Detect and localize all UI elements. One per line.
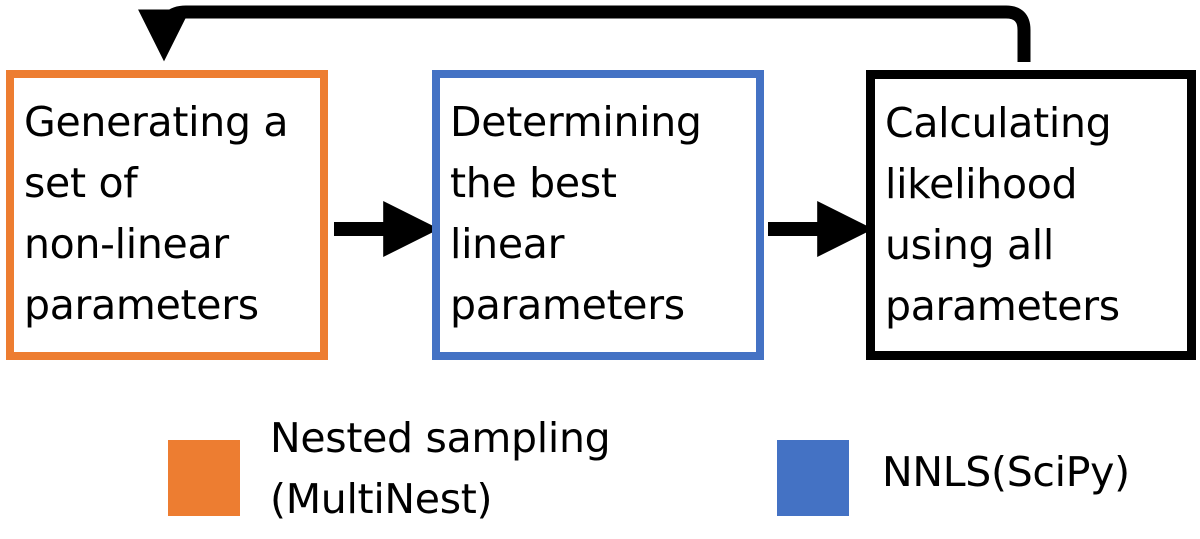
legend-label-nnls: NNLS(SciPy) [882,448,1130,496]
arrow-feedback-loop [138,5,1031,62]
step-text-nonlinear: Generating a set of non-linear parameter… [24,98,289,329]
step-box-nonlinear: Generating a set of non-linear parameter… [6,70,328,360]
legend-label-nested-sampling: Nested sampling (MultiNest) [270,414,611,523]
legend-swatch-nested-sampling [168,440,240,516]
legend-swatch-nnls [777,440,849,516]
step-box-linear: Determining the best linear parameters [432,70,764,360]
step-box-likelihood: Calculating likelihood using all paramet… [866,70,1196,360]
step-text-linear: Determining the best linear parameters [450,98,702,329]
step-text-likelihood: Calculating likelihood using all paramet… [885,99,1120,330]
